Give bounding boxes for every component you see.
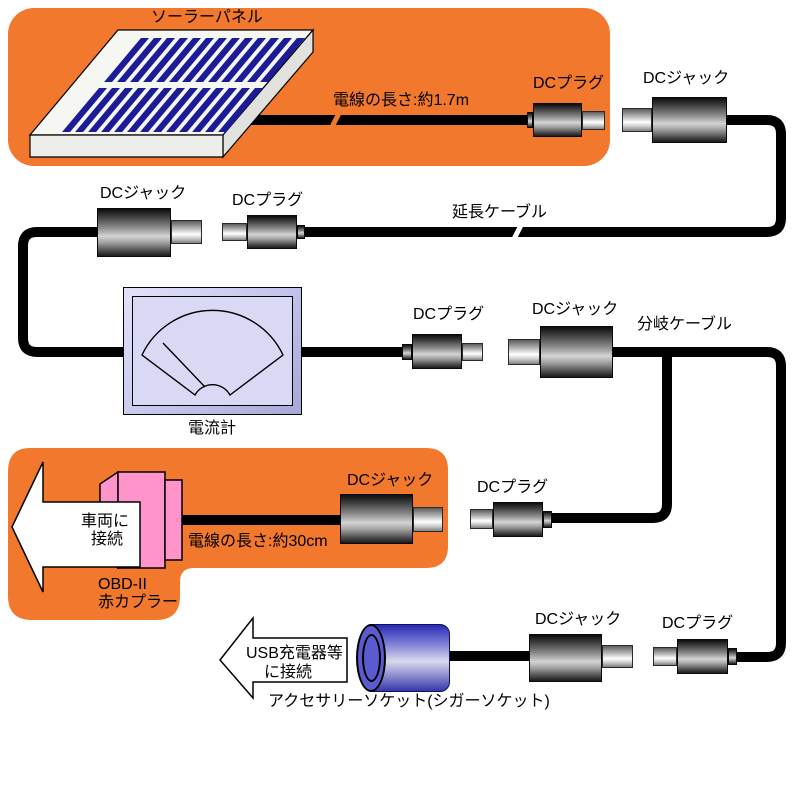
cable-break-mark-2 [509, 219, 526, 245]
dc-jack-1-tip [622, 108, 652, 132]
dc-jack-4-label: DCジャック [347, 472, 434, 489]
ammeter-face [132, 296, 293, 406]
dc-plug-1-label: DCプラグ [533, 75, 605, 92]
usb-arrow-text-line1: USB充電器等 [246, 645, 343, 662]
dc-plug-1 [533, 103, 582, 137]
dc-plug-2 [247, 215, 297, 249]
dc-plug-3-label: DCプラグ [413, 306, 485, 323]
dc-jack-1 [652, 97, 727, 143]
solar-panel-label: ソーラーパネル [151, 9, 263, 26]
meter-input-cable [18, 227, 124, 357]
branch-cable-tap [551, 350, 672, 523]
solar-cable-length-label: 電線の長さ:約1.7m [333, 92, 470, 109]
dc-jack-4 [340, 494, 413, 544]
branch-cable-main [613, 347, 786, 662]
ammeter-label: 電流計 [188, 420, 237, 437]
dc-jack-2 [97, 208, 171, 257]
dc-jack-3 [540, 326, 613, 378]
ammeter [123, 287, 302, 415]
dc-plug-4-label: DCプラグ [477, 479, 549, 496]
dc-jack-5-tip [602, 645, 633, 668]
dc-plug-3-tip [462, 343, 483, 361]
dc-plug-4-collar [543, 511, 552, 528]
dc-jack-5 [529, 634, 602, 682]
dc-jack-1-label: DCジャック [643, 70, 730, 87]
vehicle-arrow-text-line1: 車両に [81, 513, 130, 530]
accessory-socket-label: アクセサリーソケット(シガーソケット) [268, 693, 550, 710]
dc-plug-3 [412, 334, 462, 369]
dc-plug-5-tip [653, 647, 677, 666]
extension-cable-label: 延長ケーブル [452, 204, 548, 221]
dc-plug-2-tip [222, 223, 247, 241]
dc-plug-1-collar [527, 112, 533, 128]
dc-jack-2-label: DCジャック [100, 185, 187, 202]
dc-jack-4-tip [413, 507, 443, 532]
solar-panel [28, 28, 315, 159]
obd-connector-label-line1: OBD-II [98, 576, 147, 593]
accessory-socket-opening-ring [362, 634, 381, 682]
dc-jack-3-tip [508, 339, 540, 365]
dc-jack-2-tip [171, 220, 202, 244]
dc-plug-4-tip [470, 509, 493, 529]
usb-arrow-text-line2: に接続 [264, 664, 313, 681]
solar-cells [62, 38, 305, 132]
dc-plug-4 [493, 502, 543, 537]
dc-plug-2-label: DCプラグ [232, 192, 304, 209]
dc-plug-5 [677, 639, 728, 674]
dc-plug-2-collar [297, 225, 305, 239]
dc-plug-5-collar [728, 648, 737, 665]
cable-break-mark-1 [327, 107, 344, 133]
dc-jack-3-label: DCジャック [532, 301, 619, 318]
ammeter-gauge-icon [141, 309, 284, 397]
branch-cable-label: 分岐ケーブル [637, 316, 733, 333]
vehicle-arrow-icon [11, 461, 141, 593]
dc-jack-5-label: DCジャック [535, 611, 622, 628]
vehicle-arrow-text-line2: 接続 [91, 531, 124, 548]
extension-cable [305, 115, 786, 237]
obd-connector-label-line2: 赤カプラー [98, 594, 179, 611]
dc-plug-5-label: DCプラグ [662, 615, 734, 632]
usb-arrow-icon [219, 615, 348, 701]
obd-cable-length-label: 電線の長さ:約30cm [188, 533, 328, 550]
dc-plug-1-tip [582, 111, 605, 130]
cables [18, 115, 786, 662]
dc-plug-3-collar [402, 344, 412, 360]
